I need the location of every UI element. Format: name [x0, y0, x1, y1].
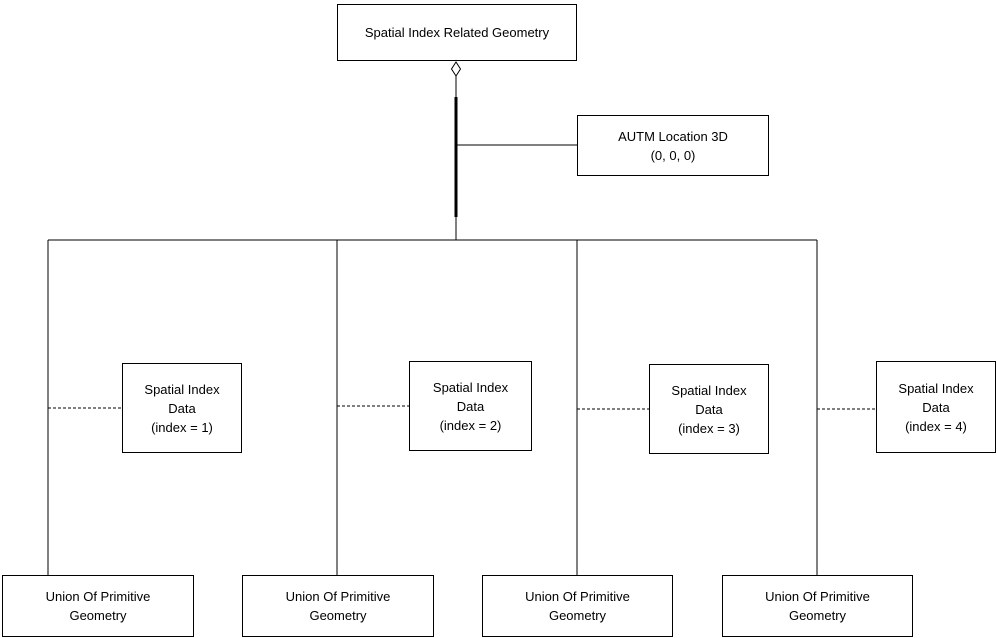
class-box-label: Spatial Index — [898, 380, 974, 396]
class-box-index-label: (index = 1) — [151, 419, 213, 435]
class-box-union-of-primitive-geometry-4[interactable]: Union Of Primitive Geometry — [722, 575, 913, 637]
class-box-label: Data — [456, 398, 485, 414]
class-box-label: Geometry — [309, 608, 367, 623]
class-box-label: Geometry — [548, 608, 607, 623]
class-box-label: Geometry — [69, 608, 127, 623]
class-box-union-of-primitive-geometry-3[interactable]: Union Of Primitive Geometry — [482, 575, 673, 637]
class-box-index-label: (index = 4) — [905, 418, 967, 434]
class-box-spatial-index-data-1[interactable]: Spatial Index Data (index = 1) — [122, 363, 242, 453]
class-box-spatial-index-data-4[interactable]: Spatial Index Data (index = 4) — [876, 361, 996, 453]
class-box-spatial-index-related-geometry[interactable]: Spatial Index Related Geometry — [337, 4, 577, 61]
class-box-spatial-index-data-2[interactable]: Spatial Index Data (index = 2) — [409, 361, 532, 451]
class-box-label: Union Of Primitive — [45, 589, 151, 604]
class-box-label: Spatial Index — [671, 382, 747, 398]
class-box-index-label: (index = 2) — [439, 417, 502, 433]
class-box-index-label: (index = 3) — [678, 420, 740, 436]
class-box-label: Data — [695, 401, 723, 417]
class-box-label: Geometry — [788, 608, 847, 623]
class-box-union-of-primitive-geometry-1[interactable]: Union Of Primitive Geometry — [2, 575, 194, 637]
class-box-label: Data — [168, 400, 196, 416]
class-box-label: Spatial Index — [432, 379, 509, 395]
class-box-union-of-primitive-geometry-2[interactable]: Union Of Primitive Geometry — [242, 575, 434, 637]
class-box-label: Union Of Primitive — [765, 589, 870, 604]
class-box-label: Union Of Primitive — [285, 589, 391, 604]
aggregation-diamond-icon — [450, 61, 462, 77]
class-box-label: Spatial Index — [144, 381, 220, 397]
class-box-spatial-index-data-3[interactable]: Spatial Index Data (index = 3) — [649, 364, 769, 454]
class-box-label: AUTM Location 3D — [618, 128, 728, 144]
class-box-autm-location-3d[interactable]: AUTM Location 3D (0, 0, 0) — [577, 115, 769, 176]
class-box-label: Spatial Index Related Geometry — [364, 25, 550, 40]
class-box-label: Union Of Primitive — [525, 589, 630, 604]
class-box-value: (0, 0, 0) — [650, 147, 696, 163]
class-box-label: Data — [922, 399, 950, 415]
